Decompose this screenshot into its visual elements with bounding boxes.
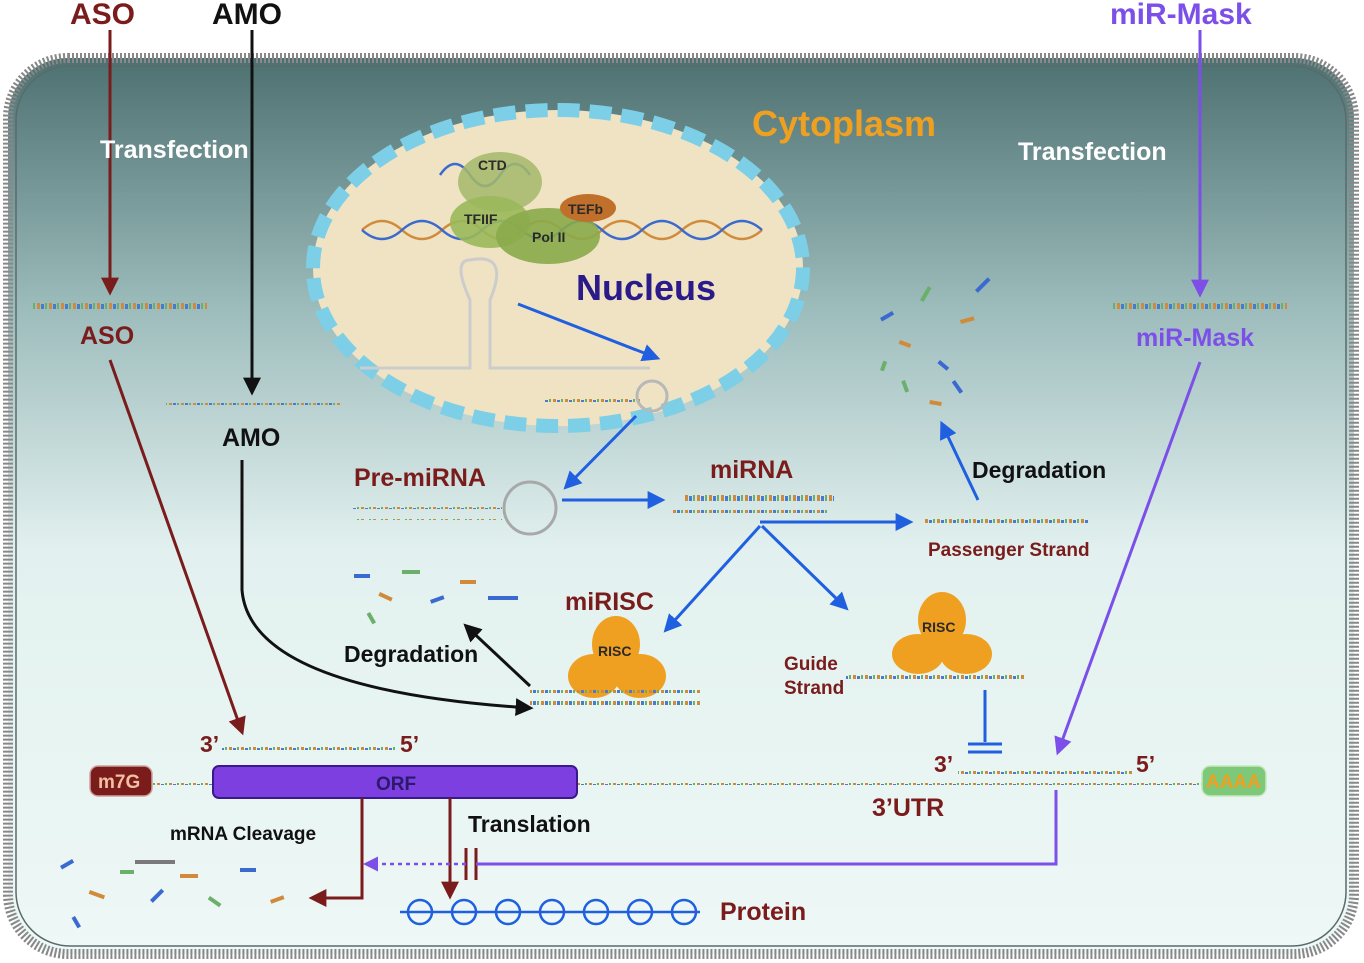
risc-complex-right (846, 592, 1024, 679)
aso-oligo (32, 303, 207, 311)
tefb-label: TEFb (568, 201, 603, 217)
translation-label: Translation (468, 811, 591, 837)
cytoplasm-label: Cytoplasm (752, 103, 936, 144)
mir-mask-binding-arrow (1054, 361, 1202, 756)
mir-mask-external-label: miR-Mask (1110, 0, 1252, 31)
ctd-label: CTD (478, 157, 507, 173)
export-arrow-2 (563, 414, 638, 490)
degradation-left-label: Degradation (344, 641, 478, 667)
degraded-fragments-right (880, 277, 991, 407)
aso-external-label: ASO (70, 0, 135, 31)
mrna-strand (150, 778, 1202, 785)
m7g-label: m7G (98, 772, 140, 793)
three-prime-right-label: 3’ (934, 751, 953, 777)
guide-arrow (760, 524, 849, 611)
five-prime-left-label: 5’ (400, 731, 419, 757)
poly-a-tail (1201, 765, 1267, 797)
protein-chain (400, 898, 700, 926)
orf-label: ORF (376, 774, 416, 795)
protein-label: Protein (720, 898, 806, 926)
amo-binding-arrow (240, 460, 534, 717)
amo-oligo (166, 403, 341, 411)
passenger-degradation-arrow (940, 420, 980, 501)
mir-mask-oligo (1112, 303, 1287, 311)
nucleus (306, 103, 810, 433)
mir-mask-bound-oligo (958, 766, 1133, 774)
transfection-right-label: Transfection (1018, 138, 1167, 166)
mir-mask-translation-path (476, 790, 1058, 866)
export-arrow-1 (517, 302, 661, 362)
aso-bound-oligo (222, 742, 397, 750)
pol2-label: Pol II (532, 229, 565, 245)
aso-binding-arrow (108, 359, 246, 736)
cleavage-arrow (308, 798, 364, 907)
risc-complex-left (530, 616, 700, 708)
pre-mirna-label: Pre-miRNA (354, 464, 486, 492)
nucleus-label: Nucleus (576, 267, 716, 308)
five-prime-right-label: 5’ (1136, 751, 1155, 777)
mirna-duplex (672, 494, 834, 517)
amo-external-label: AMO (212, 0, 282, 31)
mirisc-degradation-arrow (463, 623, 532, 688)
guide-label: Guide (784, 654, 838, 675)
degradation-right-label: Degradation (972, 457, 1106, 483)
aaaa-label: AAAA (1206, 772, 1261, 793)
utr-label: 3’UTR (872, 794, 944, 822)
cleaved-fragments (59, 859, 285, 929)
strand-label: Strand (784, 678, 844, 699)
mirisc-label: miRISC (565, 588, 654, 616)
mirisc-arrow (663, 524, 762, 633)
risc-left-label: RISC (598, 643, 631, 659)
risc-right-label: RISC (922, 619, 955, 635)
amo-label: AMO (222, 424, 280, 452)
transfection-left-label: Transfection (100, 136, 249, 164)
passenger-strand (924, 515, 1089, 523)
degraded-fragments-left (354, 570, 518, 625)
pre-mirna-in-nucleus (545, 379, 669, 413)
aso-label: ASO (80, 322, 134, 350)
m7g-cap (89, 765, 153, 797)
polymerase-complex (450, 152, 616, 264)
passenger-strand-label: Passenger Strand (928, 540, 1090, 561)
three-prime-left-label: 3’ (200, 731, 219, 757)
mir-mask-label: miR-Mask (1136, 324, 1254, 352)
mirna-label: miRNA (710, 456, 793, 484)
tfiif-label: TFIIF (464, 211, 498, 227)
orf-box (212, 765, 578, 799)
mrna-cleavage-label: mRNA Cleavage (170, 824, 316, 845)
pre-mirna-hairpin (352, 480, 558, 536)
pri-mirna-hairpin (360, 257, 650, 370)
